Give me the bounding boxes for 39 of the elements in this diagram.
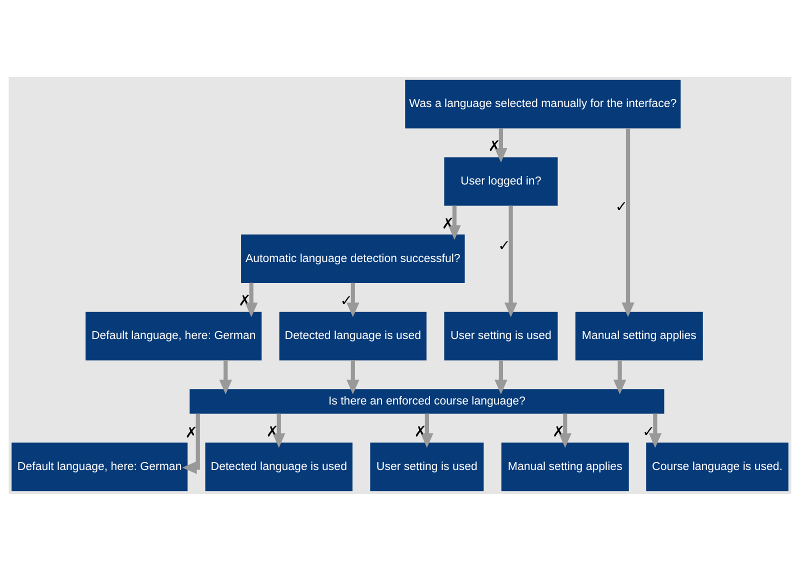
edge-label: ✗ (185, 424, 198, 442)
arrow (182, 413, 200, 474)
arrow (244, 282, 258, 317)
node-box: User setting is used (444, 311, 558, 360)
node-box: User logged in? (444, 156, 558, 206)
node-box: Default language, here: German (86, 311, 262, 360)
arrow (219, 360, 232, 394)
arrow (448, 205, 461, 240)
edge-label: ✗ (442, 214, 454, 232)
arrow (558, 412, 572, 448)
edge-label: ✗ (266, 422, 279, 440)
node-box: Default language, here: German (12, 442, 188, 491)
node-box: Was a language selected manually for the interface? (405, 79, 681, 128)
edge-label: ✗ (414, 422, 427, 440)
edge-label: ✗ (238, 292, 251, 310)
arrow (613, 360, 626, 394)
arrow (346, 360, 360, 394)
node-box: Manual setting applies (575, 311, 703, 360)
node-box: Is there an enforced course language? (190, 388, 664, 414)
edge-label: ✗ (488, 137, 501, 154)
node-box: Manual setting applies (501, 442, 629, 491)
node-box: User setting is used (370, 442, 484, 491)
arrow (494, 360, 508, 394)
arrow (648, 412, 662, 448)
edge-label: ✓ (615, 198, 628, 216)
arrow (420, 412, 434, 448)
edge-label: ✓ (498, 237, 510, 254)
node-box: Detected language is used (205, 442, 352, 491)
arrow (494, 128, 508, 162)
node-box: Detected language is used (279, 311, 427, 360)
arrow (622, 128, 634, 317)
arrow (272, 412, 286, 448)
node-box: Course language is used. (646, 442, 788, 491)
arrow (346, 282, 360, 317)
node-box: Automatic language detection successful? (241, 234, 465, 283)
edge-label: ✓ (642, 422, 655, 440)
arrow (504, 205, 518, 317)
edge-label: ✓ (340, 292, 353, 310)
edge-label: ✗ (552, 422, 565, 440)
